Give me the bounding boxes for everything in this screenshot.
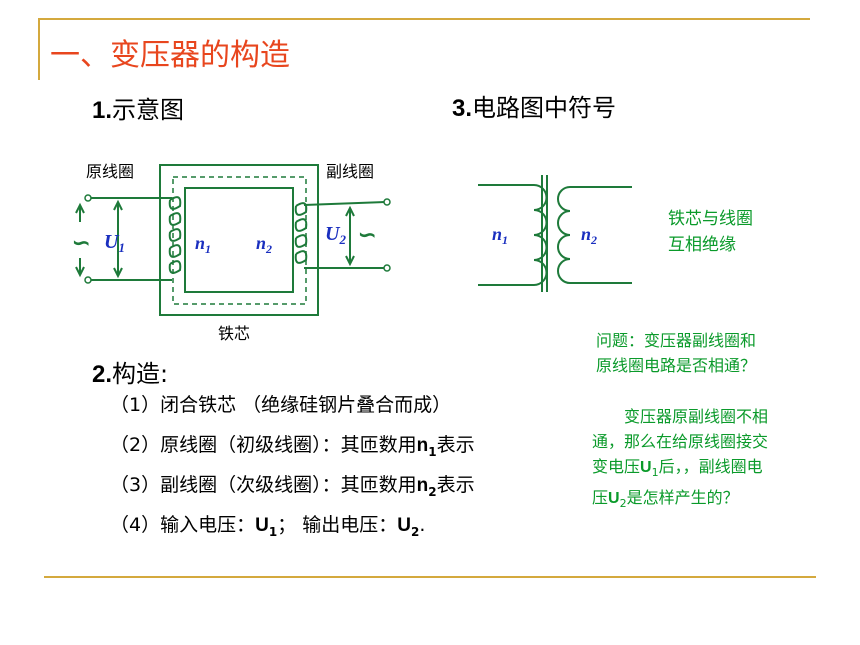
- symbol-primary-coil: [533, 184, 548, 286]
- structure-item-3: （3）副线圈（次级线圈）：其匝数用n2表示: [110, 474, 475, 499]
- answer-text: 变压器原副线圈不相 通，那么在给原线圈接交 变电压U1后，，副线圈电 压U2是怎…: [592, 407, 769, 511]
- u2-label: U2: [325, 223, 346, 247]
- primary-coil: [168, 196, 182, 274]
- flux-path: [172, 176, 307, 305]
- page-title: 一、变压器的构造: [50, 38, 290, 73]
- section-symbol-heading: 3.电路图中符号: [452, 94, 617, 122]
- core-label: 铁芯: [218, 324, 251, 343]
- bottom-divider: [44, 576, 816, 578]
- section-structure-heading: 2.构造:: [92, 360, 169, 388]
- top-divider: [38, 18, 810, 20]
- core-outer: [159, 164, 319, 316]
- secondary-coil: [294, 202, 308, 264]
- structure-item-2: （2）原线圈（初级线圈）：其匝数用n1表示: [110, 434, 475, 459]
- ac-source-primary: ∽: [72, 230, 90, 255]
- transformer-diagram: ∽ ∽ U1 U2 n1 n2: [72, 164, 391, 316]
- question-text: 问题：变压器副线圈和 原线圈电路是否相通？: [596, 331, 757, 375]
- core-inner: [184, 187, 294, 293]
- symbol-n2-label: n2: [581, 224, 597, 247]
- n2-label: n2: [256, 233, 272, 256]
- n1-label: n1: [195, 233, 211, 256]
- u1-label: U1: [104, 231, 125, 255]
- side-divider: [38, 18, 40, 80]
- transformer-symbol: n1 n2: [478, 175, 632, 292]
- symbol-note: 铁芯与线圈 互相绝缘: [668, 209, 753, 255]
- section-diagram-heading: 1.示意图: [92, 96, 185, 124]
- symbol-n1-label: n1: [492, 224, 508, 247]
- structure-item-1: （1）闭合铁芯 （绝缘硅钢片叠合而成）: [110, 394, 452, 416]
- structure-item-4: （4）输入电压：U1； 输出电压：U2.: [110, 514, 426, 539]
- symbol-secondary-coil: [557, 186, 571, 284]
- secondary-coil-label: 副线圈: [326, 162, 375, 181]
- ac-source-secondary: ∽: [358, 222, 376, 247]
- primary-coil-label: 原线圈: [86, 162, 135, 181]
